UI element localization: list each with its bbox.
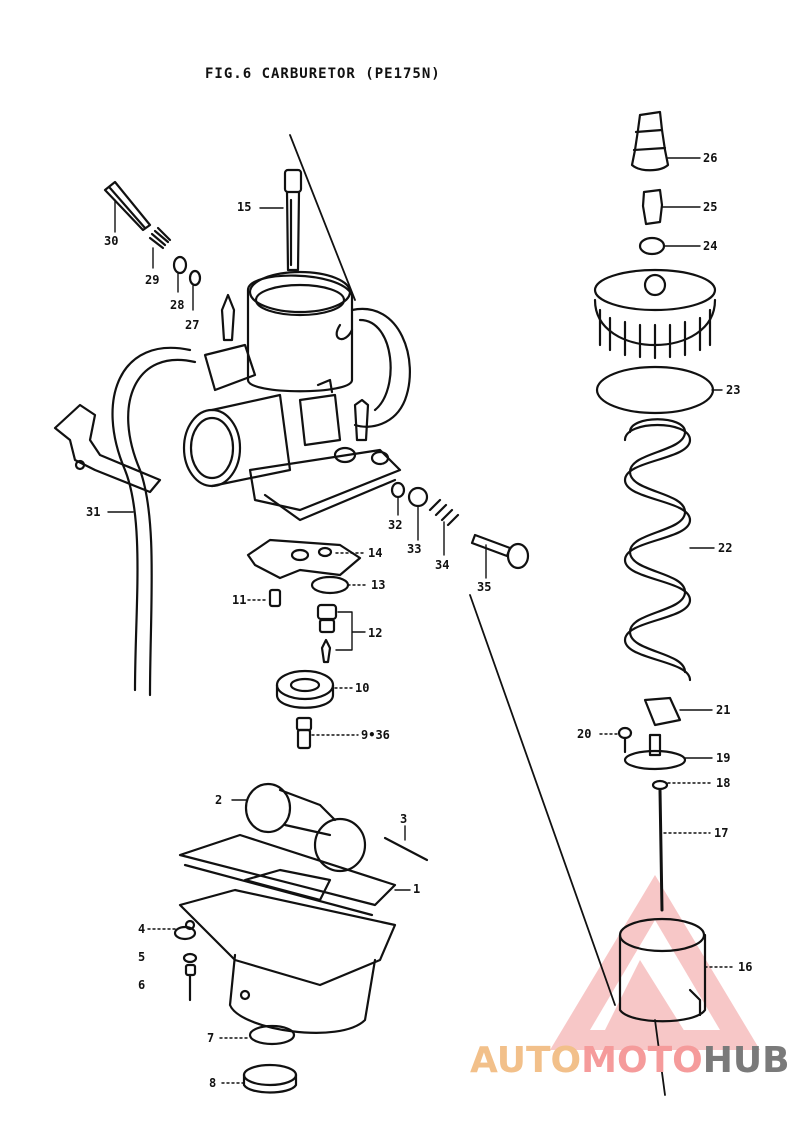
part-13-oring (310, 575, 350, 595)
callout-17: 17 (714, 826, 729, 840)
callout-12: 12 (368, 626, 383, 640)
watermark-moto: MOTO (581, 1040, 703, 1081)
callout-34: 34 (435, 558, 450, 572)
part-18-clip (651, 779, 669, 791)
part-20-screw (617, 726, 633, 754)
part-28-ring (172, 255, 188, 275)
callout-6: 6 (138, 978, 146, 992)
part-6-screw (184, 963, 197, 1002)
callout-27: 27 (185, 318, 200, 332)
part-15-cable-adjuster (283, 168, 303, 272)
throttle-lever (53, 403, 162, 494)
part-9-main-jet (295, 716, 313, 750)
callout-28: 28 (170, 298, 185, 312)
watermark-auto: AUTO (470, 1040, 582, 1081)
callout-26: 26 (703, 151, 718, 165)
callout-7: 7 (207, 1031, 215, 1045)
part-33-washer (407, 486, 429, 508)
part-2-float (244, 782, 367, 873)
callout-1: 1 (413, 882, 421, 896)
part-16-throttle-valve (618, 917, 707, 1023)
top-cover (593, 268, 717, 360)
part-3-float-pin (383, 836, 429, 862)
callout-22: 22 (718, 541, 733, 555)
callout-25: 25 (703, 200, 718, 214)
carburetor-body (182, 270, 411, 522)
callout-leaders (107, 157, 736, 1084)
callout-11: 11 (232, 593, 247, 607)
callout-16: 16 (738, 960, 753, 974)
callout-33: 33 (407, 542, 422, 556)
part-32-washer (390, 481, 406, 499)
callout-5: 5 (138, 950, 146, 964)
callout-2: 2 (215, 793, 223, 807)
part-34-spring (428, 498, 460, 527)
callout-31: 31 (86, 505, 101, 519)
part-10-holder (275, 669, 335, 709)
callout-4: 4 (138, 922, 146, 936)
part-21-plate (643, 696, 682, 727)
part-8-drain-plug (242, 1063, 298, 1094)
callout-3: 3 (400, 812, 408, 826)
callout-20: 20 (577, 727, 592, 741)
part-12-needle-valve (316, 603, 338, 664)
part-5-washer (182, 952, 198, 964)
part-26-cap (630, 110, 670, 172)
part-7-oring (248, 1024, 296, 1046)
part-27-oring (188, 269, 202, 287)
part-24-nut (638, 236, 666, 256)
callout-10: 10 (355, 681, 370, 695)
callout-8: 8 (209, 1076, 217, 1090)
part-1-float-chamber (178, 833, 397, 1034)
part-22-spring (623, 418, 692, 682)
callout-30: 30 (104, 234, 119, 248)
part-23-oring (595, 365, 715, 415)
watermark-hub: HUB (702, 1040, 790, 1081)
part-11-pilot-jet (268, 588, 282, 608)
callout-23: 23 (726, 383, 741, 397)
part-17-jet-needle (658, 788, 664, 912)
part-14-gasket (246, 538, 362, 580)
part-30-air-screw (103, 180, 152, 232)
callout-19: 19 (716, 751, 731, 765)
part-19-retainer (623, 733, 687, 771)
callout-14: 14 (368, 546, 383, 560)
callout-35: 35 (477, 580, 492, 594)
watermark-logo (550, 875, 760, 1050)
part-31-hose (111, 346, 197, 697)
part-29-spring (148, 226, 172, 250)
part-4-washer (173, 925, 197, 941)
callout-24: 24 (703, 239, 718, 253)
part-35-screw (470, 533, 530, 570)
part-25-adjuster (641, 188, 664, 226)
callout-13: 13 (371, 578, 386, 592)
callout-18: 18 (716, 776, 731, 790)
callout-9-36: 9•36 (361, 728, 390, 742)
figure-title: FIG.6 CARBURETOR (PE175N) (205, 66, 441, 82)
callout-21: 21 (716, 703, 731, 717)
callout-32: 32 (388, 518, 403, 532)
callout-29: 29 (145, 273, 160, 287)
callout-15: 15 (237, 200, 252, 214)
watermark-text: AUTOMOTOHUB (470, 1040, 790, 1081)
